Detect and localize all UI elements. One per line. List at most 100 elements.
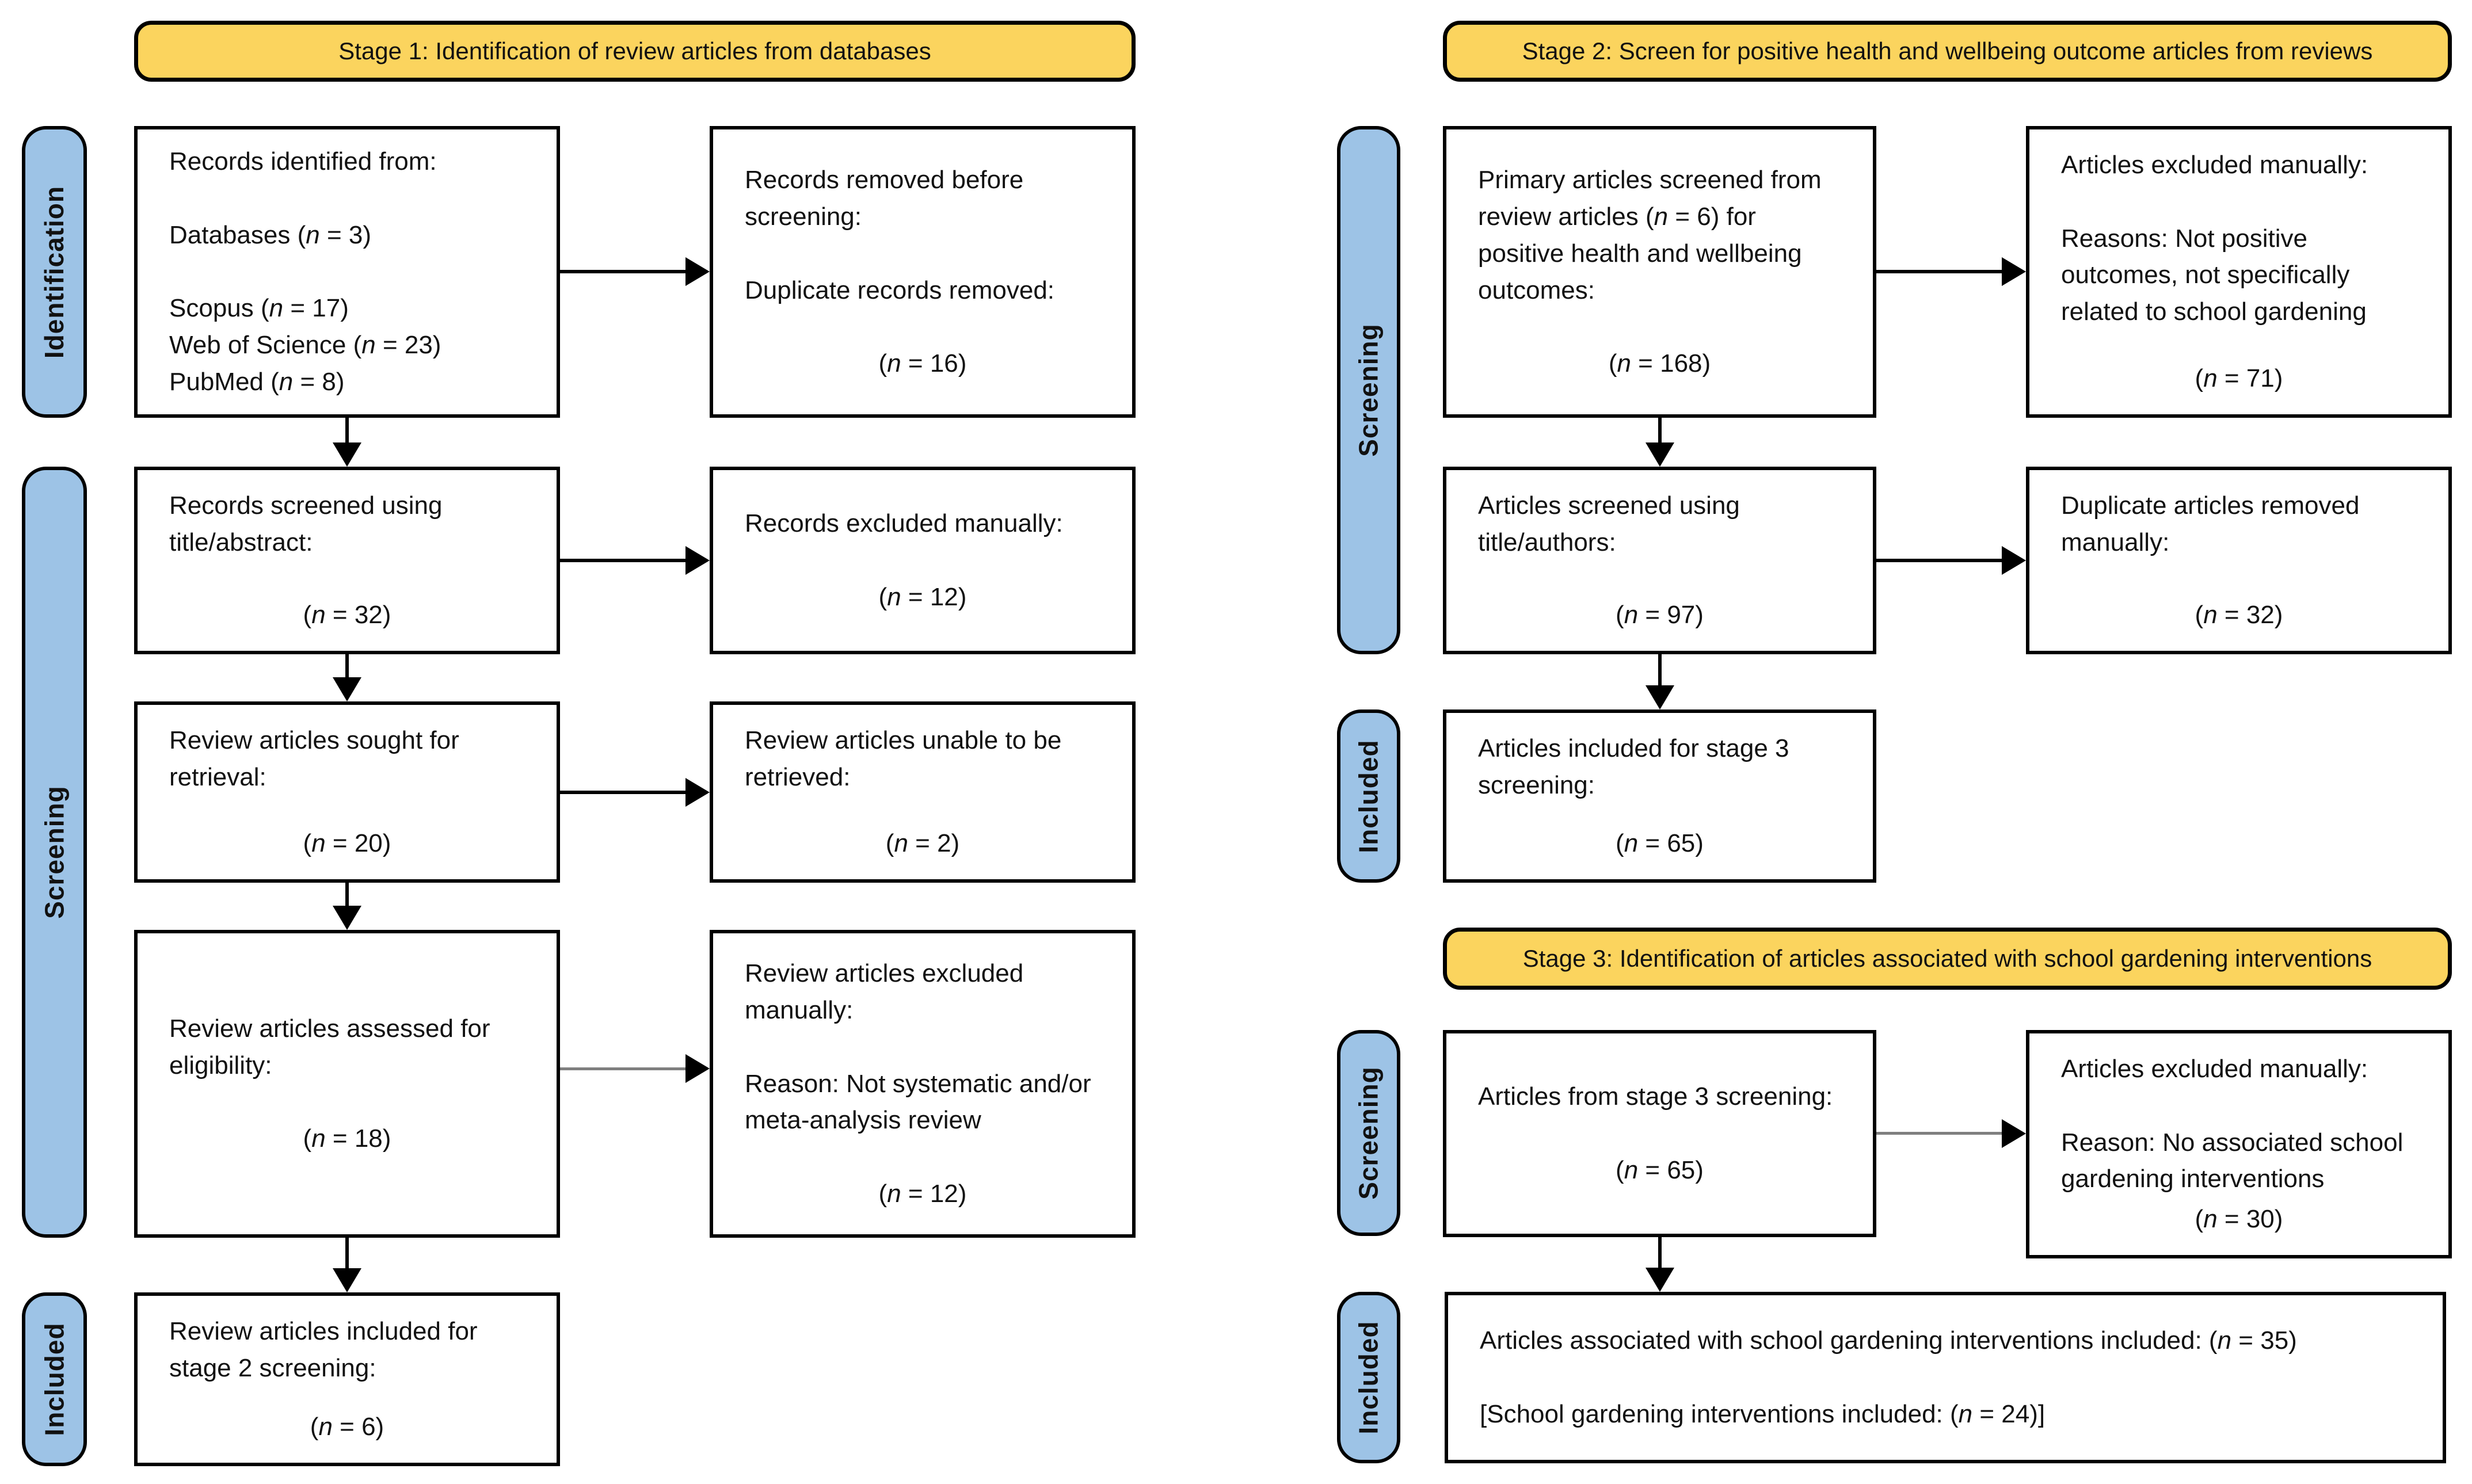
arrow-down-line [345,418,349,442]
arrow-right-line [560,1067,685,1070]
box-articles-stage3-screening: Articles from stage 3 screening: (n = 65… [1443,1030,1876,1237]
box-count: (n = 97) [1616,601,1704,630]
arrow-down-line [1658,1237,1662,1268]
arrow-right-line [1876,559,2002,562]
box-line [1478,560,1841,597]
box-line: Articles included for stage 3 screening: [1478,734,1789,799]
box-line [169,254,525,291]
box-line [1478,308,1841,345]
box-primary-articles-screened: Primary articles screened from review ar… [1443,126,1876,418]
box-records-removed-before-screening: Records removed before screening: Duplic… [710,126,1136,418]
box-line [169,560,525,597]
box-line [169,1372,525,1409]
box-articles-excluded-stage2: Articles excluded manually: Reasons: Not… [2026,126,2452,418]
box-line: Articles excluded manually: [2061,151,2368,179]
sidebar-screening-stage2: Screening [1337,126,1400,654]
box-count: (n = 2) [885,829,960,858]
box-records-screened: Records screened using title/abstract: (… [134,467,560,654]
box-articles-excluded-stage3: Articles excluded manually: Reason: No a… [2026,1030,2452,1258]
box-line: Records identified from: [169,147,437,176]
sidebar-included-stage3: Included [1337,1292,1400,1463]
arrow-down-line [1658,654,1662,685]
box-line [2061,184,2417,220]
stage3-header: Stage 3: Identification of articles asso… [1443,928,2452,990]
box-line [1480,1359,2411,1396]
box-line [745,1139,1100,1176]
box-count: (n = 168) [1608,349,1711,378]
sidebar-label: Screening [1354,1066,1384,1200]
arrow-down-line [345,654,349,677]
sidebar-label: Screening [1354,323,1384,457]
box-line: Review articles included for stage 2 scr… [169,1317,478,1382]
box-line: PubMed (n = 8) [169,368,345,396]
box-reviews-excluded: Review articles excluded manually: Reaso… [710,930,1136,1238]
box-count: (n = 16) [878,349,967,378]
arrow-down-head [1646,442,1674,467]
arrow-right-head [685,546,710,575]
box-count: (n = 32) [2195,601,2283,630]
box-records-excluded: Records excluded manually: (n = 12) [710,467,1136,654]
arrow-right-head [685,1054,710,1083]
arrow-right-line [560,791,685,794]
sidebar-label: Screening [39,785,70,919]
arrow-down-line [345,883,349,906]
stage2-header: Stage 2: Screen for positive health and … [1443,21,2452,82]
sidebar-label: Included [1354,739,1384,853]
box-line: Databases (n = 3) [169,220,371,249]
box-line [169,1084,525,1121]
box-line: Primary articles screened from review ar… [1478,166,1822,304]
box-line: Duplicate records removed: [745,276,1055,304]
box-line: Articles excluded manually: [2061,1055,2368,1083]
box-line [745,788,1100,825]
box-reviews-assessed: Review articles assessed for eligibility… [134,930,560,1238]
box-line [1478,788,1841,825]
box-line [745,542,1100,579]
arrow-down-head [333,677,361,701]
arrow-down-head [333,906,361,930]
box-line: Reason: No associated school gardening i… [2061,1128,2404,1193]
box-line: Articles screened using title/authors: [1478,491,1740,556]
arrow-down-head [1646,685,1674,709]
box-line [745,308,1100,345]
box-line [2061,560,2417,597]
box-line: Duplicate articles removed manually: [2061,491,2360,556]
box-records-identified: Records identified from: Databases (n = … [134,126,560,418]
sidebar-screening-stage3: Screening [1337,1030,1400,1236]
arrow-right-head [2002,546,2026,575]
arrow-right-head [685,257,710,286]
box-line: Review articles unable to be retrieved: [745,726,1062,791]
box-line: Articles from stage 3 screening: [1478,1082,1833,1111]
box-count: (n = 12) [878,1179,967,1208]
box-line: Records excluded manually: [745,509,1063,538]
arrow-down-head [1646,1268,1674,1292]
arrow-down-head [333,442,361,467]
arrow-right-head [685,778,710,807]
sidebar-label: Included [1354,1321,1384,1435]
box-line: Scopus (n = 17) [169,294,349,323]
sidebar-label: Included [39,1322,70,1436]
box-line [2061,323,2417,360]
arrow-right-line [1876,1132,2002,1135]
box-line: Records screened using title/abstract: [169,491,443,556]
box-line: Reasons: Not positive outcomes, not spec… [2061,224,2367,326]
box-line [2061,1164,2417,1201]
sidebar-identification: Identification [22,126,87,418]
stage1-header: Stage 1: Identification of review articl… [134,21,1136,82]
box-count: (n = 6) [310,1413,384,1441]
box-line: Web of Science (n = 23) [169,331,441,360]
box-line [169,180,525,217]
sidebar-screening-stage1: Screening [22,467,87,1238]
box-count: (n = 65) [1616,1155,1704,1184]
box-line: Articles associated with school gardenin… [1480,1326,2297,1355]
box-line: Reason: Not systematic and/or meta-analy… [745,1069,1091,1135]
sidebar-included-stage2: Included [1337,709,1400,883]
box-line: Review articles assessed for eligibility… [169,1014,490,1079]
box-reviews-sought: Review articles sought for retrieval: (n… [134,701,560,883]
box-count: (n = 65) [1616,829,1704,858]
box-duplicate-articles-removed: Duplicate articles removed manually: (n … [2026,467,2452,654]
box-count: (n = 18) [303,1124,391,1153]
arrow-down-line [1658,418,1662,442]
box-line: Review articles sought for retrieval: [169,726,459,791]
box-count: (n = 12) [878,582,967,611]
